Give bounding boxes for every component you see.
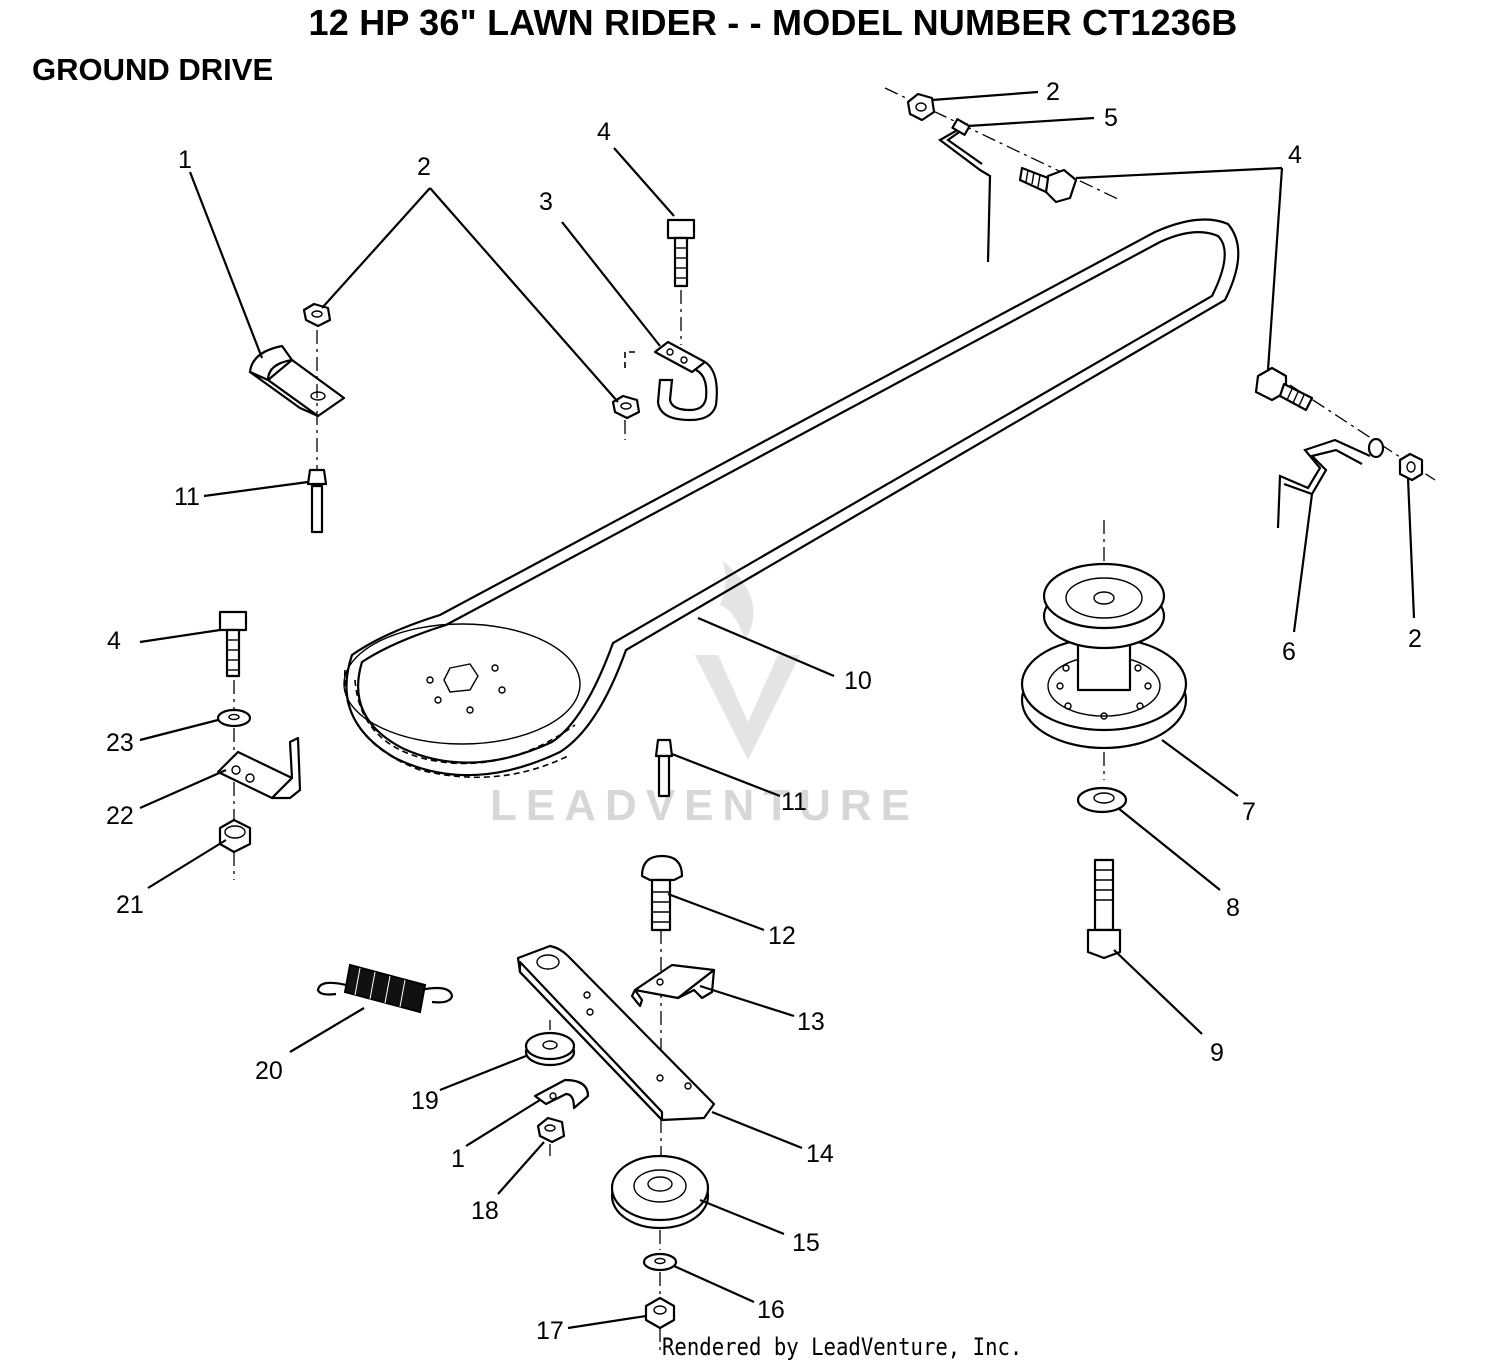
carriage-bolt-part-12 <box>640 854 684 932</box>
hex-nut-part-2-a <box>302 302 332 328</box>
callout-1: 1 <box>178 146 192 174</box>
hex-nut-part-2-b <box>611 394 641 420</box>
render-credit: Rendered by LeadVenture, Inc. <box>662 1333 1023 1361</box>
bolt-part-4-c <box>1254 366 1314 412</box>
callout-4: 4 <box>1288 141 1302 169</box>
callout-8: 8 <box>1226 894 1240 922</box>
callout-10: 10 <box>844 667 872 695</box>
watermark-text: LEADVENTURE <box>490 781 919 830</box>
hex-nut-part-2-c <box>906 92 936 122</box>
callout-19: 19 <box>411 1087 439 1115</box>
page-title: 12 HP 36" LAWN RIDER - - MODEL NUMBER CT… <box>308 2 1238 43</box>
bolt-part-4-d <box>218 610 248 678</box>
callout-2: 2 <box>417 153 431 181</box>
stud-part-11-a <box>306 468 328 534</box>
belt-part-10 <box>343 218 1240 779</box>
washer-part-16 <box>642 1252 678 1272</box>
section-title: GROUND DRIVE <box>32 52 274 87</box>
callout-5: 5 <box>1104 104 1118 132</box>
hex-nut-part-18 <box>536 1116 566 1144</box>
callout-15: 15 <box>792 1229 820 1257</box>
callout-11: 11 <box>174 483 200 511</box>
callout-17: 17 <box>536 1317 564 1345</box>
callout-4: 4 <box>597 118 611 146</box>
callout-22: 22 <box>106 802 134 830</box>
callout-13: 13 <box>797 1008 825 1036</box>
rod-part-5 <box>938 118 992 263</box>
callout-21: 21 <box>116 891 144 919</box>
belt-guide-part-1-b <box>533 1078 590 1110</box>
callout-9: 9 <box>1210 1039 1224 1067</box>
callout-4: 4 <box>107 627 121 655</box>
callout-14: 14 <box>806 1140 834 1168</box>
washer-part-23 <box>216 708 252 728</box>
spacer-part-19 <box>524 1031 576 1067</box>
bolt-part-9 <box>1086 858 1122 960</box>
callout-23: 23 <box>106 729 134 757</box>
callout-20: 20 <box>255 1057 283 1085</box>
leader-lines <box>139 90 1416 1330</box>
leadventure-watermark-logo: LEADVENTURE <box>490 560 919 830</box>
hex-nut-part-2-d <box>1398 452 1424 482</box>
bracket-part-13 <box>630 963 716 1008</box>
bracket-part-22 <box>216 736 302 800</box>
bolt-part-4-b <box>1018 166 1078 204</box>
idler-arm-part-14 <box>516 944 716 1122</box>
rod-part-6 <box>1276 437 1385 529</box>
callout-12: 12 <box>768 922 796 950</box>
double-pulley-part-7 <box>1020 562 1188 750</box>
callout-7: 7 <box>1242 798 1256 826</box>
washer-part-8 <box>1076 786 1128 814</box>
callout-2: 2 <box>1408 625 1422 653</box>
idler-pulley-part-15 <box>610 1154 710 1230</box>
callout-2: 2 <box>1046 78 1060 106</box>
callout-1: 1 <box>451 1145 465 1173</box>
callout-16: 16 <box>757 1296 785 1324</box>
callout-6: 6 <box>1282 638 1296 666</box>
extension-spring-part-20 <box>316 963 454 1014</box>
bolt-part-4-a <box>666 218 696 288</box>
stud-part-11-b <box>654 738 674 798</box>
belt-keeper-part-3 <box>624 340 718 422</box>
lock-nut-part-21 <box>218 818 252 854</box>
callout-18: 18 <box>471 1197 499 1225</box>
belt-guide-part-1 <box>248 344 346 418</box>
callout-3: 3 <box>539 188 553 216</box>
callout-11: 11 <box>781 788 807 816</box>
lock-nut-part-17 <box>644 1296 676 1330</box>
callout-numbers: 1 2 4 3 2 5 4 11 4 23 22 21 10 11 12 13 … <box>106 78 1422 1345</box>
